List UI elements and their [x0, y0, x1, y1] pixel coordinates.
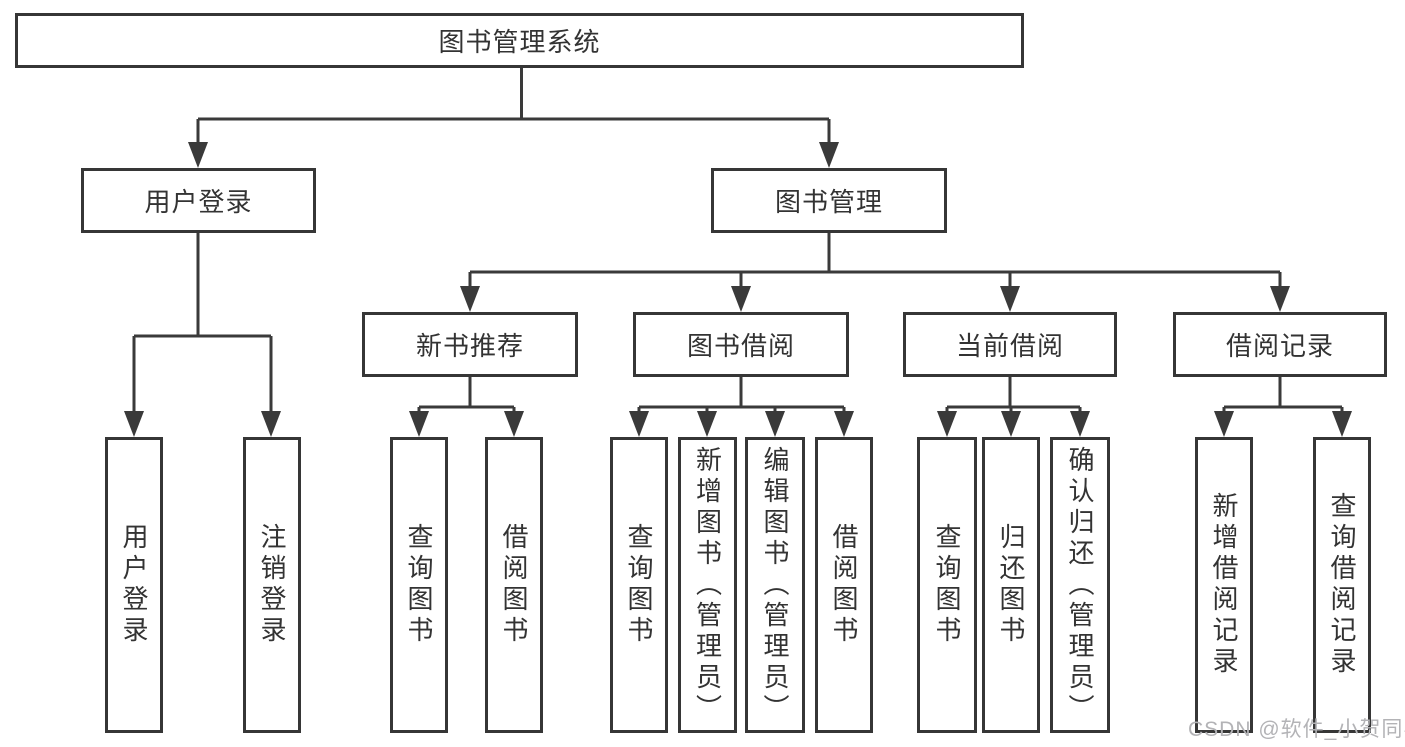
leaf-query-books-current: 查询图书 — [917, 437, 977, 733]
leaf-query-books-recommend: 查询图书 — [390, 437, 448, 733]
node-user-login: 用户登录 — [81, 168, 316, 233]
node-book-borrow-label: 图书借阅 — [686, 331, 795, 361]
wire-book-management-to-level2 — [460, 233, 1290, 312]
leaf-logout-label: 注销登录 — [257, 523, 287, 647]
leaf-query-books-borrow: 查询图书 — [610, 437, 668, 733]
node-book-management-label: 图书管理 — [774, 187, 883, 217]
wire-borrow-records-to-leaves — [1214, 377, 1352, 437]
leaf-query-borrow-record-label: 查询借阅记录 — [1327, 492, 1357, 678]
leaf-add-borrow-record-label: 新增借阅记录 — [1209, 492, 1239, 678]
leaf-user-login-label: 用户登录 — [119, 523, 149, 647]
csdn-watermark: CSDN @软件_小贺同学 — [1188, 718, 1405, 741]
leaf-borrow-books-label: 借阅图书 — [829, 523, 859, 647]
leaf-return-books: 归还图书 — [982, 437, 1040, 733]
node-book-borrow: 图书借阅 — [633, 312, 849, 377]
wire-book-borrow-to-leaves — [629, 377, 854, 437]
wire-root-to-level1 — [188, 68, 839, 168]
leaf-edit-books-admin: 编辑图书（管理员） — [745, 437, 805, 733]
leaf-confirm-return-admin: 确认归还（管理员） — [1050, 437, 1110, 733]
leaf-confirm-return-admin-label: 确认归还（管理员） — [1065, 445, 1095, 725]
leaf-borrow-books-recommend-label: 借阅图书 — [499, 523, 529, 647]
leaf-user-login: 用户登录 — [105, 437, 163, 733]
node-new-book-recommend-label: 新书推荐 — [415, 331, 524, 361]
leaf-add-borrow-record: 新增借阅记录 — [1195, 437, 1253, 733]
leaf-query-books-borrow-label: 查询图书 — [624, 523, 654, 647]
node-current-borrow: 当前借阅 — [903, 312, 1117, 377]
leaf-return-books-label: 归还图书 — [996, 523, 1026, 647]
node-borrow-records-label: 借阅记录 — [1225, 331, 1334, 361]
wire-user-login-to-leaves — [124, 233, 281, 437]
leaf-logout: 注销登录 — [243, 437, 301, 733]
node-root-label: 图书管理系统 — [438, 27, 601, 57]
leaf-query-borrow-record: 查询借阅记录 — [1313, 437, 1371, 733]
leaf-borrow-books: 借阅图书 — [815, 437, 873, 733]
leaf-add-books-admin-label: 新增图书（管理员） — [692, 445, 723, 725]
node-new-book-recommend: 新书推荐 — [362, 312, 578, 377]
leaf-edit-books-admin-label: 编辑图书（管理员） — [760, 445, 790, 725]
node-user-login-label: 用户登录 — [144, 187, 253, 217]
leaf-borrow-books-recommend: 借阅图书 — [485, 437, 543, 733]
node-root-system: 图书管理系统 — [15, 13, 1024, 68]
node-borrow-records: 借阅记录 — [1173, 312, 1387, 377]
wire-new-book-to-leaves — [409, 377, 524, 437]
leaf-add-books-admin: 新增图书（管理员） — [678, 437, 737, 733]
node-current-borrow-label: 当前借阅 — [955, 331, 1064, 361]
node-book-management: 图书管理 — [711, 168, 947, 233]
wire-current-borrow-to-leaves — [937, 377, 1090, 437]
leaf-query-books-current-label: 查询图书 — [932, 523, 962, 647]
leaf-query-books-recommend-label: 查询图书 — [404, 523, 434, 647]
